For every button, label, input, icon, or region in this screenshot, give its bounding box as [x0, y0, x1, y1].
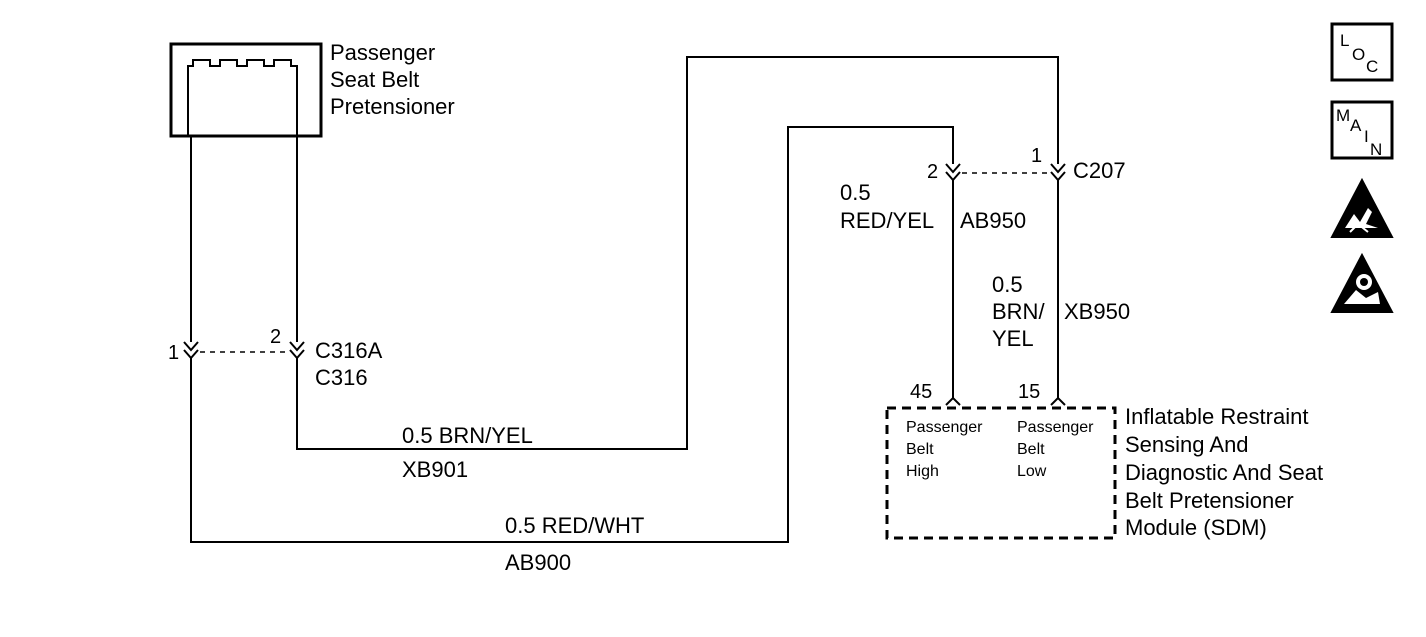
loc-letter-c: C	[1366, 57, 1378, 76]
ab900-gauge-color: 0.5 RED/WHT	[505, 513, 644, 538]
c316-pin-left-label: 1	[168, 342, 179, 364]
main-letter-a: A	[1350, 116, 1362, 135]
ab950-circuit: AB950	[960, 208, 1026, 233]
main-letter-n: N	[1370, 140, 1382, 159]
sdm-terminal-high-line3: High	[906, 463, 939, 480]
sdm-name-line2: Sensing And	[1125, 432, 1249, 457]
sdm-name-line5: Module (SDM)	[1125, 515, 1267, 540]
sdm-pin45-symbol	[945, 396, 961, 406]
loc-letter-o: O	[1352, 45, 1365, 64]
esd-warning-icon[interactable]	[1330, 177, 1394, 238]
c316a-label: C316A	[315, 338, 383, 363]
sdm-name-line3: Diagnostic And Seat	[1125, 460, 1323, 485]
c316-pin-right-label: 2	[270, 326, 281, 348]
xb950-color-line2: YEL	[992, 326, 1034, 351]
main-icon[interactable]: M A I N	[1330, 100, 1394, 160]
pretensioner-connector-shape	[187, 59, 298, 136]
airbag-warning-icon[interactable]	[1330, 252, 1394, 313]
sdm-module-outline[interactable]	[885, 406, 1117, 540]
sdm-terminal-low-line2: Belt	[1017, 441, 1045, 458]
xb950-gauge: 0.5	[992, 272, 1023, 297]
sdm-terminal-low-line3: Low	[1017, 463, 1047, 480]
c207-pin2-symbol	[945, 163, 961, 182]
sdm-pin-high-label: 45	[910, 381, 932, 403]
pretensioner-outline	[169, 42, 323, 138]
xb950-color-line1: BRN/	[992, 299, 1045, 324]
loc-letter-l: L	[1340, 31, 1349, 50]
xb901-gauge-color: 0.5 BRN/YEL	[402, 423, 533, 448]
sdm-pin15-symbol	[1050, 396, 1066, 406]
c207-pin1-symbol	[1050, 163, 1066, 182]
c207-pin-right-label: 1	[1031, 145, 1042, 167]
wire-xb901-path[interactable]	[296, 56, 1059, 450]
ab900-circuit: AB900	[505, 550, 571, 575]
c207-label: C207	[1073, 158, 1126, 183]
sdm-pin-low-label: 15	[1018, 381, 1040, 403]
pretensioner-component[interactable]	[169, 42, 323, 138]
pretensioner-name-line2: Seat Belt	[330, 67, 419, 92]
c316-pin2-symbol	[289, 341, 305, 360]
pretensioner-name-line1: Passenger	[330, 40, 435, 65]
c316-label: C316	[315, 365, 368, 390]
wire-ab900-path[interactable]	[190, 126, 954, 543]
ab950-gauge: 0.5	[840, 180, 871, 205]
main-letter-m: M	[1336, 106, 1350, 125]
main-letter-i: I	[1364, 127, 1369, 146]
c316-pin1-symbol	[183, 341, 199, 360]
xb901-circuit: XB901	[402, 457, 468, 482]
sdm-name-line1: Inflatable Restraint	[1125, 404, 1308, 429]
sdm-terminal-low-line1: Passenger	[1017, 419, 1094, 436]
loc-icon[interactable]: L O C	[1330, 22, 1394, 82]
sdm-name-line4: Belt Pretensioner	[1125, 488, 1294, 513]
c207-pin-left-label: 2	[927, 161, 938, 183]
xb950-circuit: XB950	[1064, 299, 1130, 324]
ab950-color: RED/YEL	[840, 208, 934, 233]
sdm-terminal-high-line1: Passenger	[906, 419, 983, 436]
sdm-terminal-high-line2: Belt	[906, 441, 934, 458]
pretensioner-name-line3: Pretensioner	[330, 94, 455, 119]
